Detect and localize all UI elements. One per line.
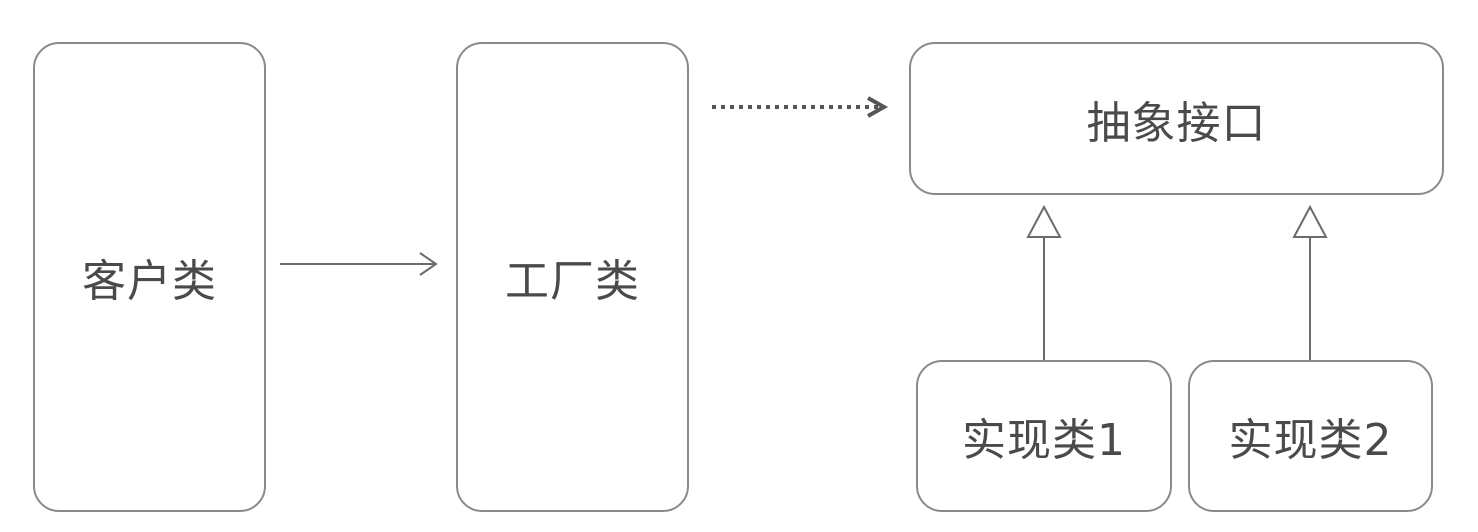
- client-class-label: 客户类: [82, 256, 217, 307]
- impl-class-1-label: 实现类1: [962, 415, 1126, 466]
- factory-class-box: 工厂类: [456, 42, 689, 512]
- impl1-to-interface-realization-arrow: [1026, 204, 1062, 360]
- factory-class-label: 工厂类: [505, 256, 640, 307]
- factory-to-interface-dotted-arrow: [712, 96, 889, 118]
- impl-class-2-label: 实现类2: [1228, 415, 1393, 466]
- client-class-box: 客户类: [33, 42, 266, 512]
- abstract-interface-label: 抽象接口: [1086, 97, 1267, 149]
- impl-class-2-box: 实现类2: [1188, 360, 1433, 512]
- impl2-to-interface-realization-arrow: [1292, 204, 1328, 360]
- abstract-interface-box: 抽象接口: [909, 42, 1444, 195]
- impl-class-1-box: 实现类1: [916, 360, 1172, 512]
- client-to-factory-arrow: [280, 252, 438, 276]
